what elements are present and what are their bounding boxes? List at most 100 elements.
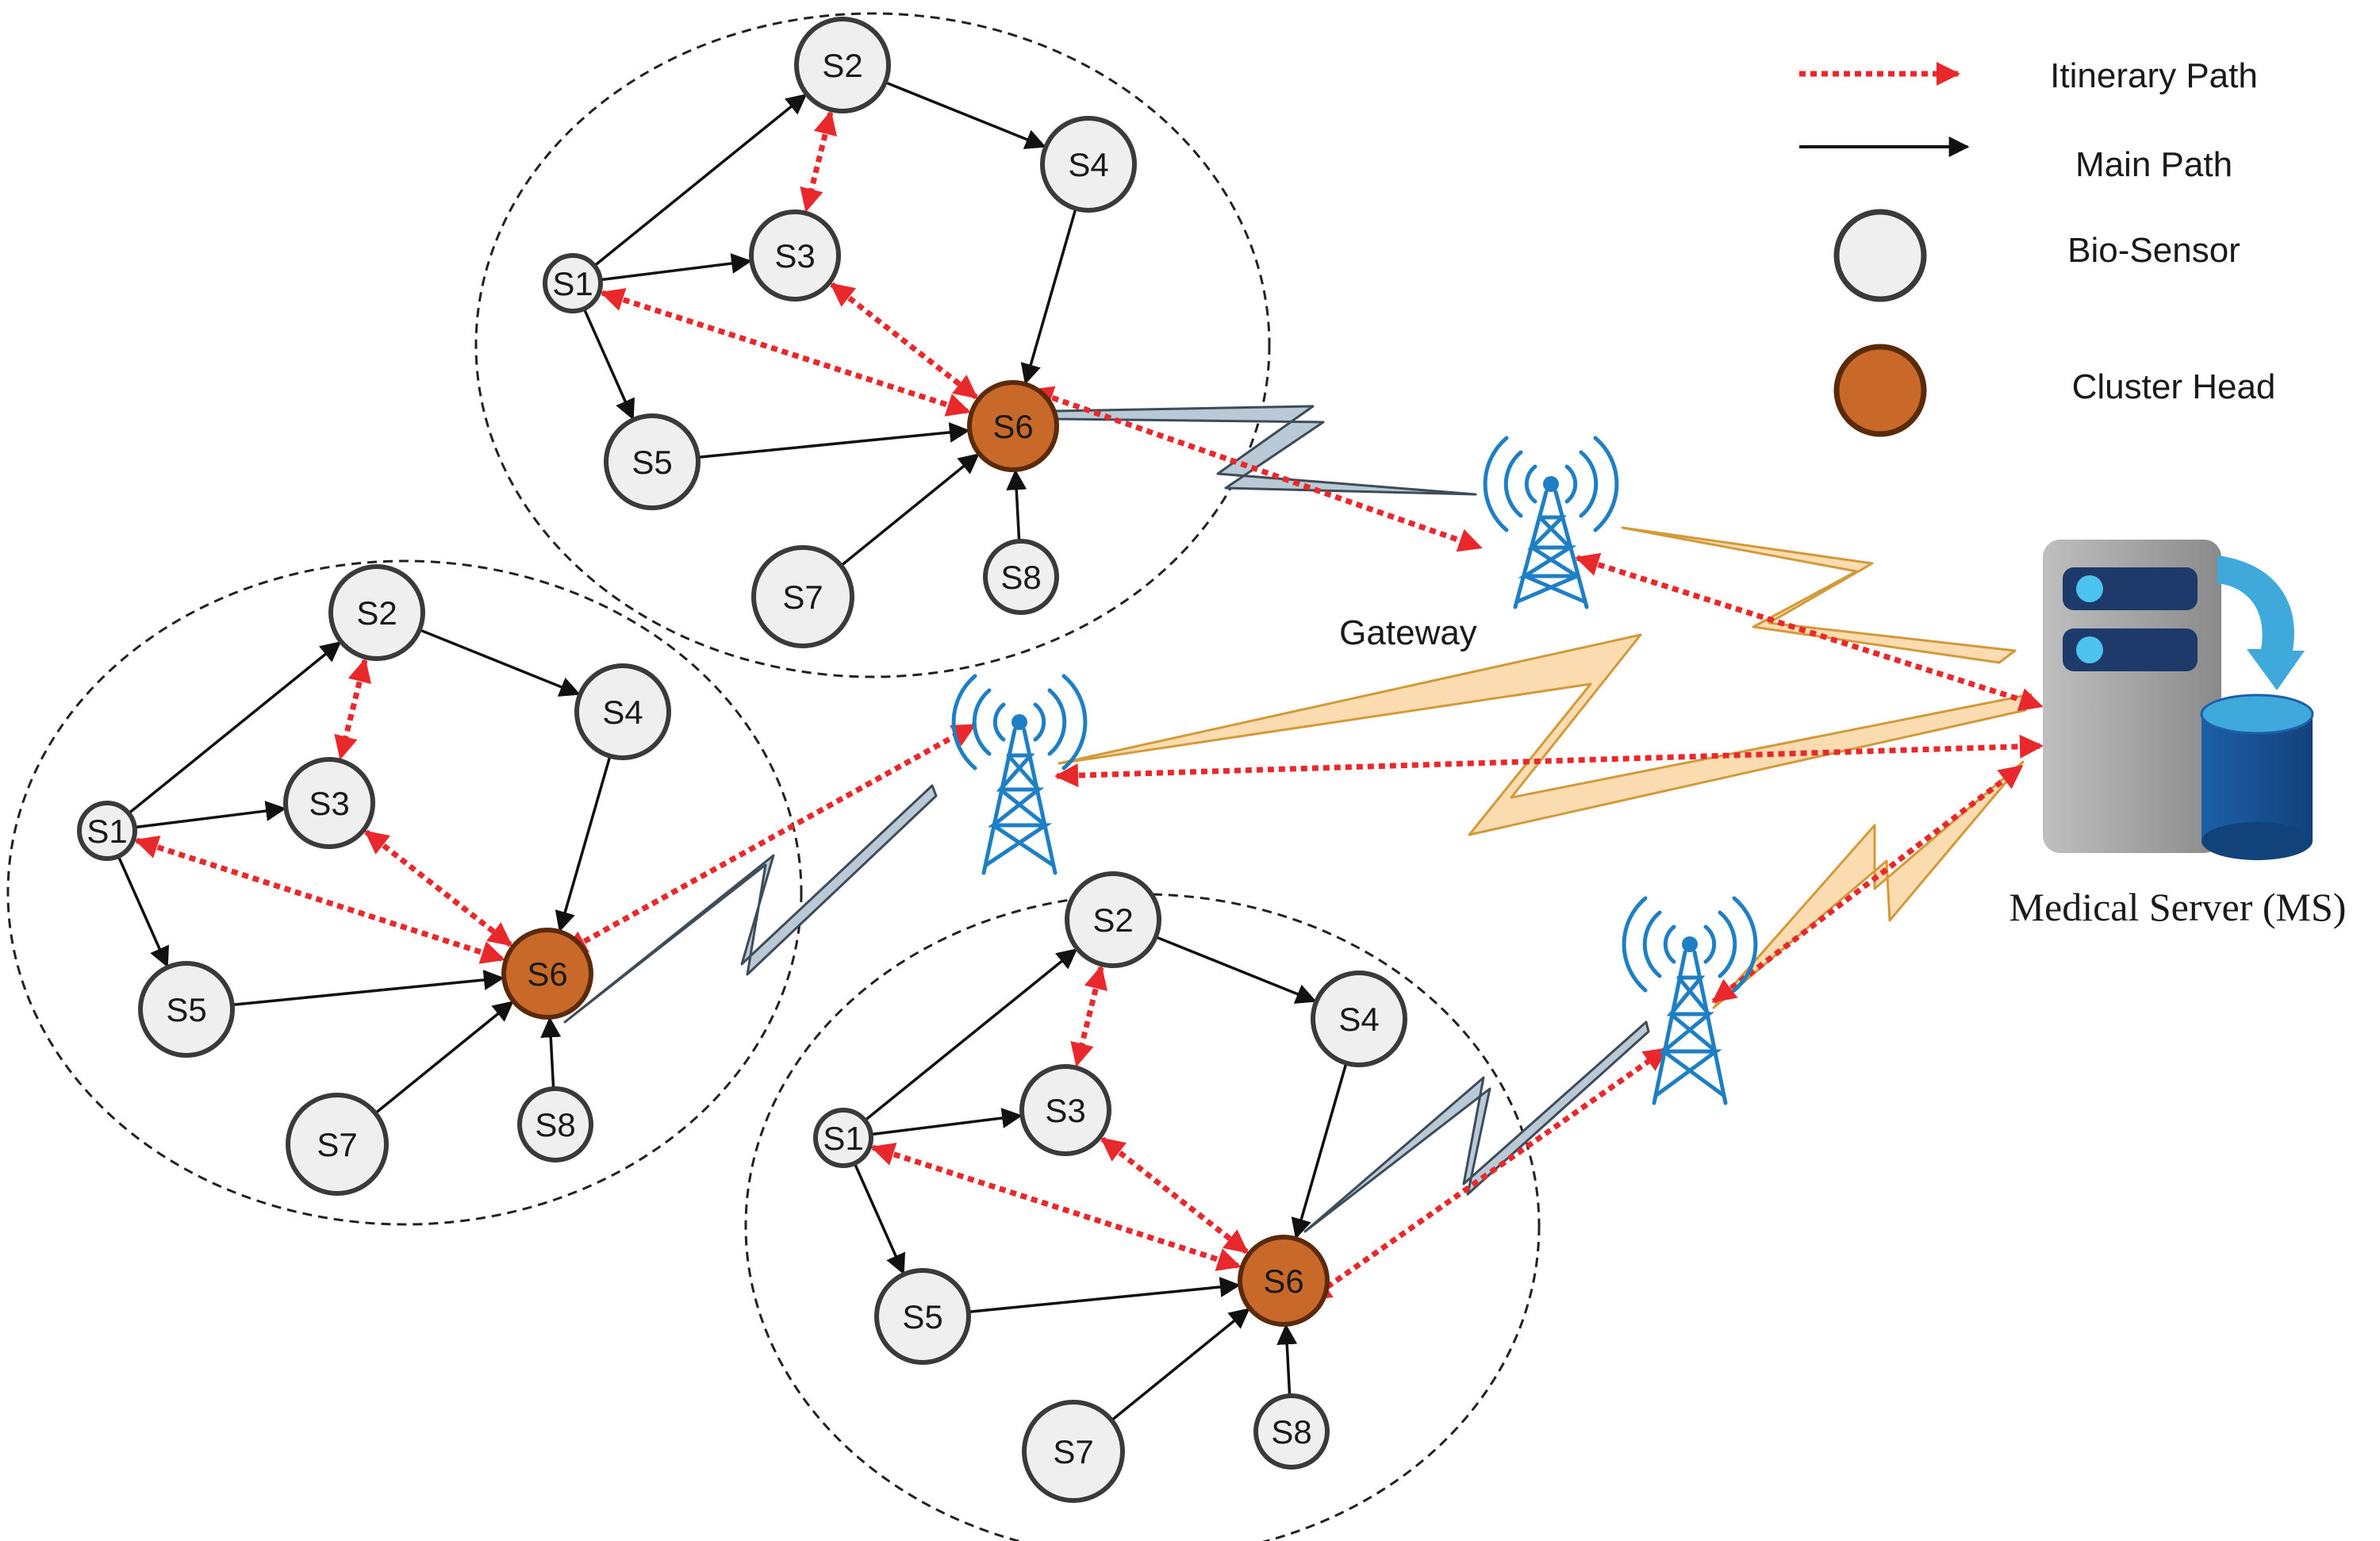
- main-path-edge-s1-s3: [136, 801, 287, 829]
- node-label: S7: [1053, 1433, 1093, 1470]
- itinerary-ch-bottom-tower: [1307, 1047, 1668, 1302]
- main-path-edge-s4-s6: [1291, 1064, 1348, 1239]
- antenna-emitter-icon: [1682, 936, 1698, 952]
- itinerary-path-edge-s3-s6: [364, 829, 512, 947]
- bio-sensor-node-s7: S7: [751, 545, 854, 648]
- legend-bio-sensor-swatch: [1833, 209, 1927, 302]
- itinerary-bottom-tower-server: [1711, 764, 2024, 1004]
- bio-sensor-circle: [874, 1268, 971, 1365]
- node-label: S3: [309, 785, 349, 822]
- main-path-edge-s2-s4: [420, 628, 581, 697]
- bio-sensor-circle: [751, 545, 854, 648]
- bio-sensor-circle: [983, 539, 1059, 615]
- main-path-edge-s2-s4: [885, 81, 1046, 149]
- legend-cluster-head-label: Cluster Head: [2072, 367, 2276, 406]
- node-label: S3: [1045, 1092, 1085, 1129]
- bio-sensor-circle: [1253, 1393, 1330, 1470]
- main-path-edge-s8-s6: [1276, 1324, 1298, 1395]
- node-label: S1: [823, 1120, 863, 1157]
- itinerary-path-edge-s3-s6: [1100, 1136, 1249, 1255]
- bio-sensor-circle: [794, 17, 891, 113]
- node-label: S2: [822, 47, 862, 84]
- bio-sensor-node-s4: S4: [1311, 970, 1407, 1067]
- bio-sensor-circle: [283, 757, 375, 849]
- bio-sensor-node-s8: S8: [983, 539, 1059, 615]
- legend-cluster-head-swatch: [1833, 344, 1927, 437]
- node-label: S8: [535, 1106, 575, 1143]
- node-label: S2: [1092, 901, 1133, 939]
- bio-sensor-node-s1: S1: [813, 1108, 873, 1168]
- itinerary-path-edge-s1-s6: [600, 288, 971, 417]
- node-label: S8: [1271, 1413, 1311, 1451]
- antenna-emitter-icon: [1543, 476, 1559, 492]
- network-itinerary-paths: [562, 386, 2044, 1302]
- node-label: S1: [552, 265, 593, 302]
- legend-main-path-label: Main Path: [2075, 145, 2232, 184]
- bio-sensor-circle: [813, 1108, 873, 1168]
- medical-server-label: Medical Server (MS): [2010, 885, 2347, 929]
- bio-sensor-node-s4: S4: [1040, 116, 1137, 213]
- main-path-edge-s5-s6: [233, 969, 505, 1006]
- bio-sensor-circle: [604, 413, 701, 510]
- node-label: S4: [602, 694, 643, 731]
- cluster-head-circle: [967, 380, 1059, 472]
- server-icon: [2043, 540, 2221, 853]
- antenna-emitter-icon: [1012, 714, 1027, 730]
- wireless-link-gateway-server: [1621, 526, 2017, 664]
- gateway-tower-top: [1483, 436, 1619, 609]
- gateway-tower-left: [951, 674, 1088, 875]
- main-path-edge-s8-s6: [540, 1016, 562, 1088]
- bio-sensor-node-s8: S8: [1253, 1393, 1330, 1470]
- bio-sensor-node-s7: S7: [286, 1093, 389, 1196]
- itinerary-path-edge-s3-s6: [830, 282, 978, 400]
- node-label: S6: [992, 408, 1033, 445]
- bio-sensor-node-s2: S2: [328, 564, 425, 661]
- bio-sensor-circle: [517, 1086, 593, 1162]
- bio-sensor-circle: [138, 961, 235, 1058]
- main-path-edge-s4-s6: [1020, 209, 1077, 385]
- cluster-head-node-s6: S6: [1238, 1235, 1330, 1327]
- itinerary-path-edge-s2-s3: [334, 658, 371, 760]
- bio-sensor-circle: [328, 564, 425, 661]
- node-label: S3: [774, 237, 815, 275]
- node-label: S1: [86, 813, 127, 850]
- bio-sensor-circle: [749, 209, 841, 302]
- cluster-boundary-bottom: [744, 893, 1541, 1541]
- sync-arrow-icon: [2217, 555, 2305, 690]
- node-label: S4: [1068, 146, 1108, 183]
- bio-sensor-node-s4: S4: [574, 663, 671, 760]
- bio-sensor-node-s5: S5: [604, 413, 701, 510]
- wireless-link-left-tower: [563, 784, 938, 1024]
- main-path-edge-s2-s4: [1156, 936, 1317, 1004]
- bio-sensor-node-s7: S7: [1022, 1400, 1125, 1503]
- cluster-head-node-s6: S6: [967, 380, 1059, 472]
- itinerary-ch-left-tower: [562, 722, 977, 955]
- main-path-edge-s4-s6: [555, 757, 612, 932]
- cluster-head-circle: [1238, 1235, 1330, 1327]
- bio-sensor-node-s1: S1: [77, 801, 137, 861]
- gateway-label: Gateway: [1339, 613, 1477, 652]
- bio-sensor-node-s5: S5: [138, 961, 235, 1058]
- node-label: S5: [631, 444, 672, 481]
- cluster-head-node-s6: S6: [501, 928, 593, 1020]
- bio-sensor-node-s3: S3: [283, 757, 375, 849]
- node-label: S5: [902, 1298, 942, 1335]
- node-label: S8: [1000, 559, 1041, 596]
- cluster-boundary-top: [474, 12, 1271, 678]
- bio-sensor-circle: [1065, 871, 1161, 968]
- legend: Itinerary Path Main Path Bio-Sensor Clus…: [1799, 56, 2276, 437]
- itinerary-left-tower-server: [1054, 734, 2044, 788]
- bio-sensor-node-s3: S3: [749, 209, 841, 302]
- node-label: S6: [1263, 1262, 1303, 1300]
- antenna-tower-icon: [951, 674, 1088, 875]
- bio-sensor-circle: [286, 1093, 389, 1196]
- medical-server: [2043, 540, 2314, 860]
- main-path-edge-s5-s6: [969, 1276, 1241, 1313]
- bio-sensor-node-s2: S2: [794, 17, 891, 113]
- main-path-edge-s1-s2: [129, 641, 342, 814]
- bio-sensor-circle: [1022, 1400, 1125, 1503]
- cluster-boundary-left: [6, 559, 803, 1226]
